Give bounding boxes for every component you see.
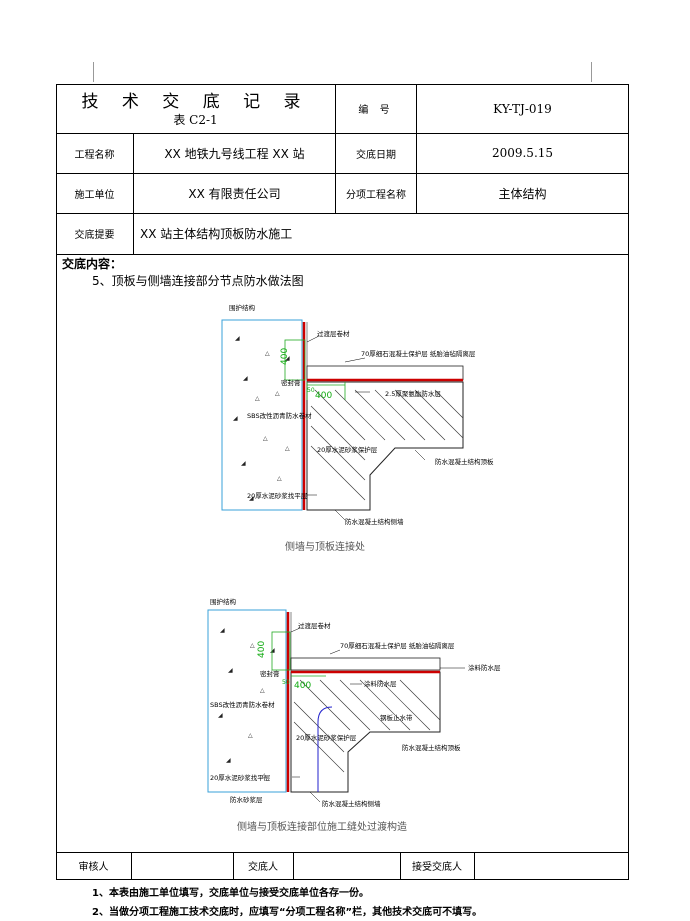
date-value: 2009.5.15 — [491, 146, 554, 160]
fig1-label-e: SBS改性沥青防水卷材 — [247, 411, 312, 420]
fig2-label-c: 70厚细石混凝土保护层 纸胎油毡隔离层 — [340, 641, 455, 650]
project-name-label: 工程名称 — [74, 149, 115, 161]
svg-text:◢: ◢ — [228, 667, 233, 674]
fig1-label-a: 围护结构 — [229, 303, 256, 312]
contractor-label: 施工单位 — [74, 189, 115, 201]
summary-value: XX 站主体结构顶板防水施工 — [140, 227, 293, 241]
fig2-label-a: 围护结构 — [210, 597, 237, 606]
svg-text:◢: ◢ — [235, 335, 240, 342]
fig1-label-b: 过渡层卷材 — [317, 329, 350, 338]
fig1-dim-50: 50 — [307, 387, 315, 394]
form-title: 技 术 交 底 记 录 — [81, 91, 310, 112]
svg-text:◢: ◢ — [220, 627, 225, 634]
svg-text:△: △ — [248, 732, 253, 739]
svg-text:◢: ◢ — [226, 757, 231, 764]
fig2-label-e: 涂料防水层 — [364, 679, 397, 688]
code-value: KY-TJ-019 — [493, 101, 552, 116]
fig1-label-c: 70厚细石混凝土保护层 纸胎油毡隔离层 — [361, 349, 476, 358]
svg-text:△: △ — [250, 642, 255, 649]
fig2-label-g: 钢板止水带 — [380, 713, 413, 722]
fig1-label-i: 防水混凝土结构侧墙 — [345, 517, 404, 526]
figure-1-diagram: ◢ △ ◢ △ ◢ △ ◢ △ ◢ ◢ △ △ 400 400 50 围护结构 过渡层卷材 70… — [221, 303, 494, 526]
project-name-value: XX 地铁九号线工程 XX 站 — [164, 146, 305, 161]
code-label: 编 号 — [358, 105, 394, 116]
fig2-label-d: 涂料防水层 — [468, 663, 501, 672]
fig2-dim-400-horizontal: 400 — [294, 681, 311, 691]
date-label: 交底日期 — [356, 149, 396, 161]
note-2: 2、当做分项工程施工技术交底时，应填写“分项工程名称”栏，其他技术交底可不填写。 — [92, 907, 483, 918]
fig1-label-g: 防水混凝土结构顶板 — [435, 457, 494, 466]
svg-text:◢: ◢ — [249, 495, 254, 502]
fig2-label-h: 20厚水泥砂浆保护层 — [296, 733, 357, 742]
subproject-label: 分项工程名称 — [346, 189, 406, 201]
discloser-label: 交底人 — [248, 862, 278, 873]
svg-text:△: △ — [263, 435, 268, 442]
content-item: 5、顶板与侧墙连接部分节点防水做法图 — [92, 274, 304, 288]
svg-text:◢: ◢ — [233, 415, 238, 422]
svg-text:△: △ — [277, 475, 282, 482]
note-1: 1、本表由施工单位填写，交底单位与接受交底单位各存一份。 — [92, 888, 369, 899]
fig2-dim-50: 50 — [282, 679, 290, 686]
fig2-label-k: 防水砂浆层 — [230, 795, 263, 804]
fig2-label-l: 防水混凝土结构侧墙 — [322, 799, 381, 808]
fig2-label-f: SBS改性沥青防水卷材 — [210, 700, 275, 709]
svg-text:◢: ◢ — [241, 460, 246, 467]
subproject-value: 主体结构 — [498, 186, 547, 201]
receiver-label: 接受交底人 — [412, 862, 462, 873]
svg-text:◢: ◢ — [270, 647, 275, 654]
figure-2-diagram: ◢ △ ◢ △ ◢ △ ◢ △ ◢ 400 400 50 围护结构 过渡层卷材 70厚细石混… — [207, 597, 501, 808]
fig1-dim-400-horizontal: 400 — [315, 391, 332, 401]
fig1-label-d: 2.5厚聚氨酯防水层 — [385, 389, 441, 398]
content-heading: 交底内容： — [62, 257, 123, 271]
fig2-dim-400-vertical: 400 — [257, 641, 267, 658]
form-number: 表 C2-1 — [173, 112, 218, 127]
svg-text:◢: ◢ — [218, 712, 223, 719]
reviewer-label: 审核人 — [78, 862, 109, 873]
svg-text:△: △ — [262, 772, 267, 779]
contractor-value: XX 有限责任公司 — [188, 186, 281, 201]
fig2-label-m: 密封膏 — [260, 669, 280, 678]
figure-2-caption: 侧墙与顶板连接部位施工缝处过渡构造 — [237, 822, 407, 833]
fig1-label-h: 20厚水泥砂浆找平层 — [247, 491, 308, 500]
fig2-label-i: 防水混凝土结构顶板 — [402, 743, 461, 752]
fig1-label-j: 密封膏 — [281, 378, 301, 387]
svg-text:◢: ◢ — [243, 375, 248, 382]
svg-text:△: △ — [260, 687, 265, 694]
svg-text:△: △ — [255, 395, 260, 402]
fig2-label-j: 20厚水泥砂浆找平层 — [210, 773, 271, 782]
svg-text:△: △ — [285, 445, 290, 452]
fig1-label-f: 20厚水泥砂浆保护层 — [317, 445, 378, 454]
summary-label: 交底提要 — [74, 230, 115, 241]
figure-1-caption: 侧墙与顶板连接处 — [285, 542, 365, 553]
svg-text:△: △ — [265, 350, 270, 357]
svg-text:△: △ — [275, 390, 280, 397]
fig2-label-b: 过渡层卷材 — [298, 621, 331, 630]
fig1-dim-400-vertical: 400 — [280, 348, 290, 365]
svg-text:◢: ◢ — [285, 355, 290, 362]
